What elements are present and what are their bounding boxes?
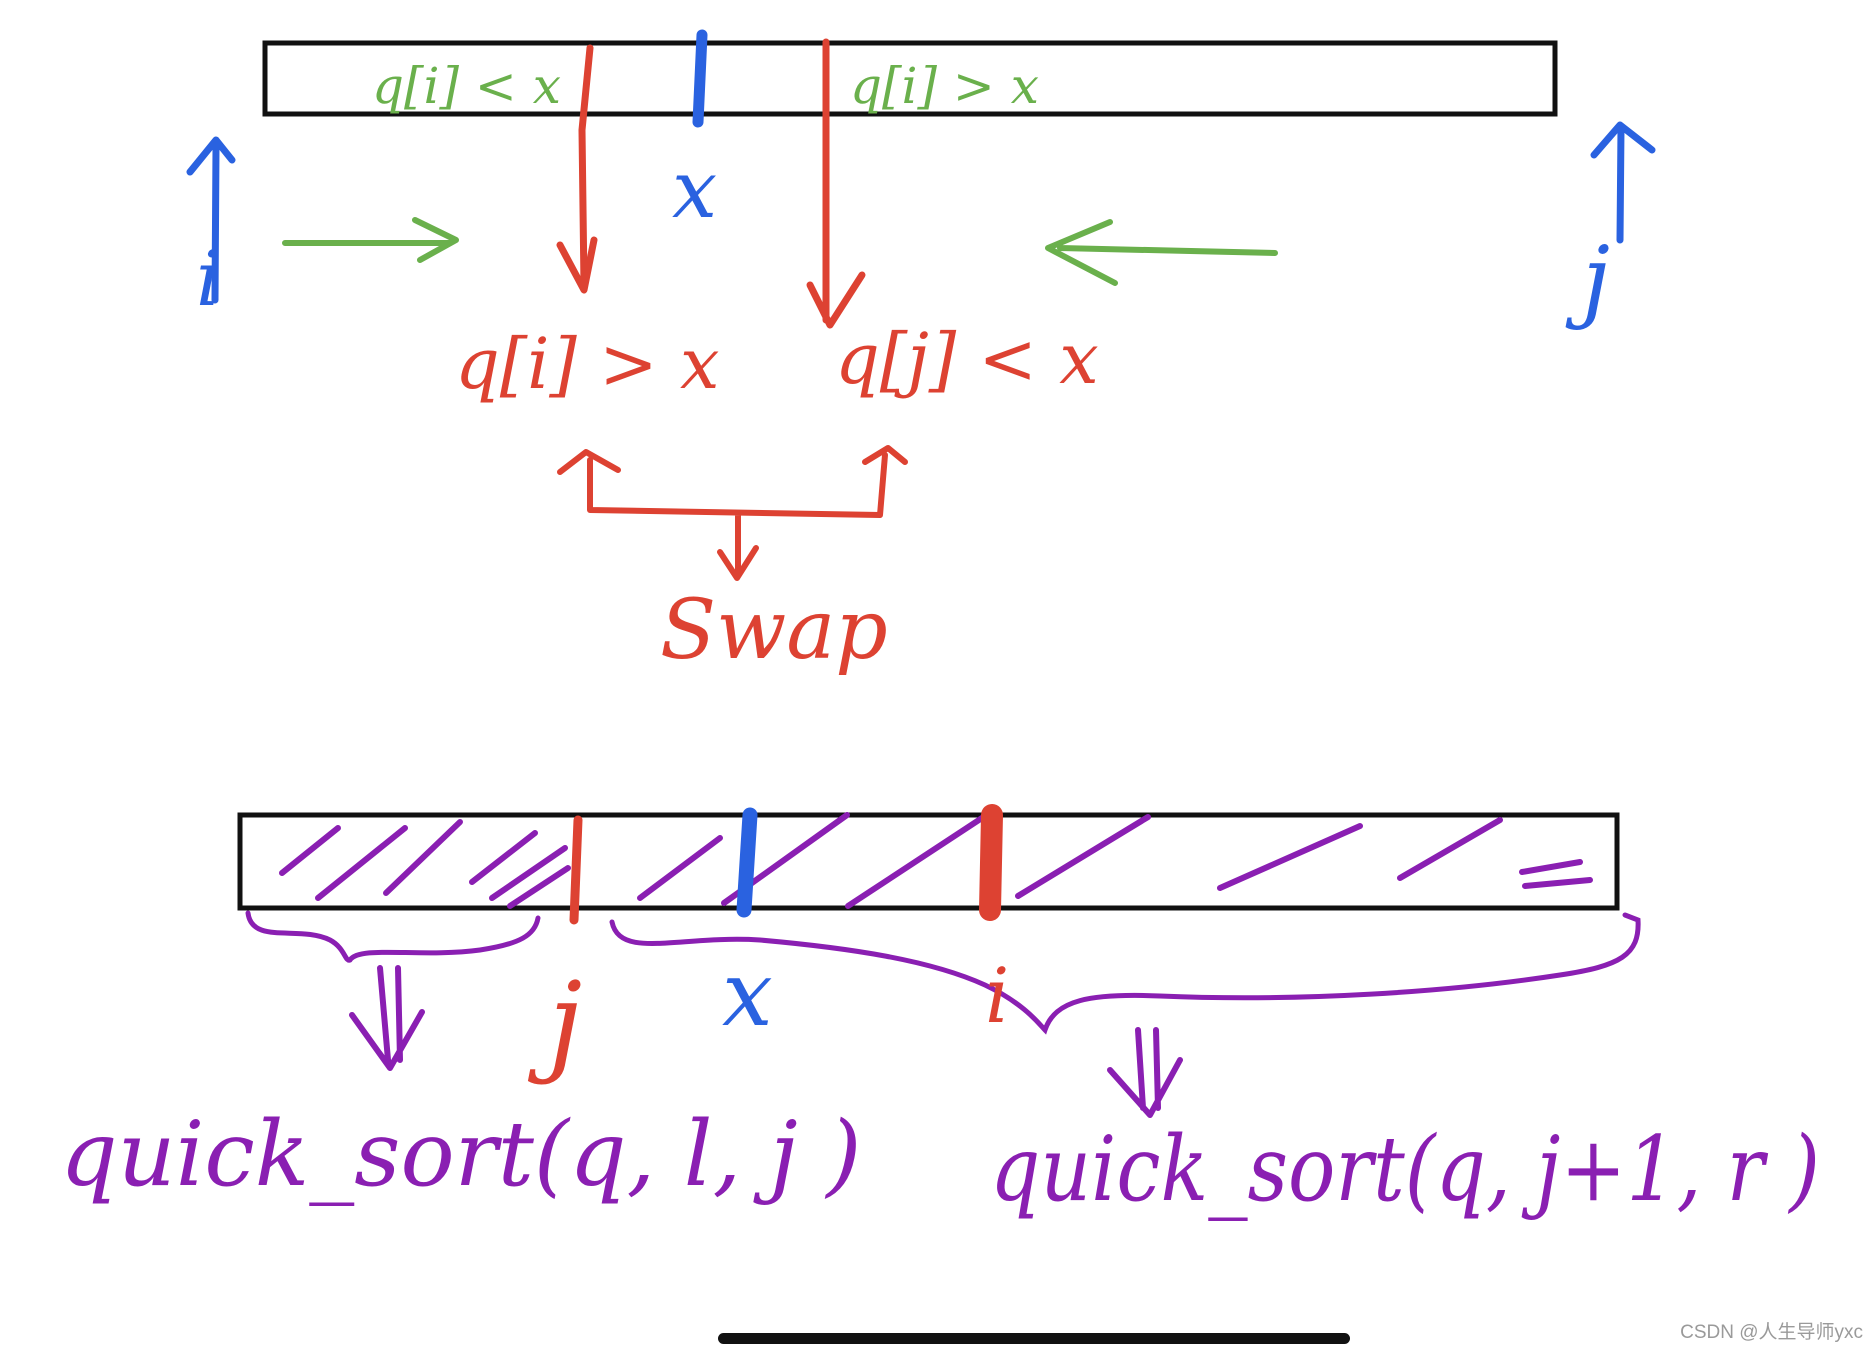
bottom-j-label: j	[527, 958, 582, 1086]
left-brace	[245, 910, 541, 963]
top-right-label: q[i] > x	[850, 57, 1039, 115]
top-left-label: q[i] < x	[372, 57, 561, 115]
red-i-arrowhead	[556, 236, 598, 294]
top-pivot-label: x	[672, 143, 717, 236]
red-i-pointer	[578, 44, 594, 289]
top-j-label: j	[1565, 227, 1610, 332]
watermark: CSDN @人生导师yxc	[1680, 1322, 1863, 1343]
bottom-j-marker	[569, 815, 583, 925]
top-pivot-marker	[692, 29, 708, 128]
bottom-array-box	[237, 812, 1620, 911]
cond-i-text: q[i] > x	[455, 323, 719, 405]
cond-j-text: q[j] < x	[835, 318, 1099, 400]
bottom-i-marker	[979, 804, 1003, 921]
i-up-arrow-icon	[186, 136, 236, 304]
right-double-down-arrow-icon	[1107, 1027, 1183, 1118]
bottom-i-label: i	[985, 951, 1009, 1040]
left-double-down-arrow-icon	[349, 965, 425, 1071]
home-indicator-bar	[718, 1333, 1350, 1344]
top-array-box	[262, 40, 1558, 117]
top-i-label: i	[196, 234, 220, 323]
green-left-arrow-icon	[1045, 219, 1278, 286]
red-j-arrowhead	[806, 271, 866, 329]
swap-label: Swap	[660, 583, 888, 678]
call-left-text: quick_sort(q, l, j )	[60, 1102, 861, 1207]
j-up-arrow-icon	[1590, 121, 1656, 244]
green-right-arrow-icon	[282, 217, 459, 263]
bottom-x-label: x	[722, 942, 773, 1047]
bottom-pivot-marker	[736, 807, 758, 918]
call-right-text: quick_sort(q, j+1, r )	[990, 1117, 1820, 1222]
right-brace	[609, 912, 1641, 1035]
swap-bracket	[557, 445, 908, 581]
hatching	[279, 812, 1593, 909]
